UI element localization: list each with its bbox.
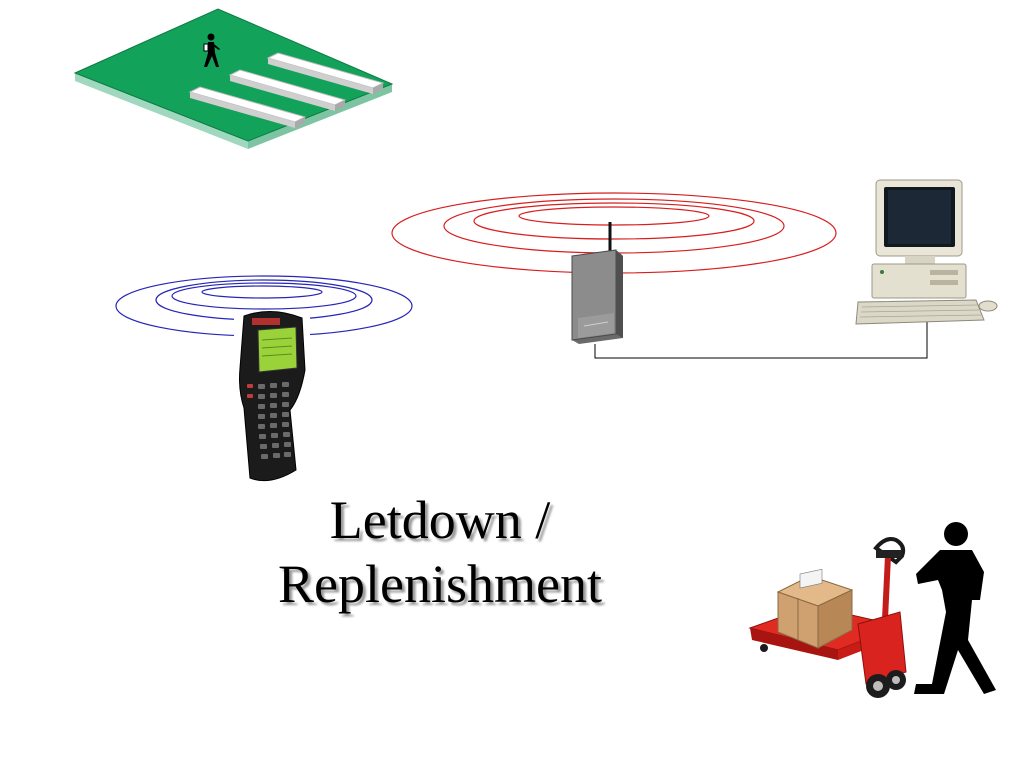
slide-title: Letdown / Replenishment <box>180 488 700 616</box>
desktop-computer-icon <box>855 179 998 325</box>
warehouse-rack <box>266 52 385 94</box>
walking-person-icon <box>203 33 220 67</box>
warehouse-rack <box>228 69 347 111</box>
network-cable <box>594 322 928 359</box>
walking-person-icon <box>914 522 996 694</box>
warehouse-floor-plan-icon <box>73 8 394 149</box>
warehouse-rack <box>188 86 307 128</box>
slide-title-line-2: Replenishment <box>278 554 602 614</box>
access-point-icon <box>571 222 623 344</box>
cardboard-box-icon <box>776 568 854 649</box>
handheld-scanner-icon <box>234 311 310 484</box>
scanner-radio-waves <box>115 275 413 337</box>
access-point-radio-waves <box>391 192 837 274</box>
slide-title-line-1: Letdown / <box>329 490 551 550</box>
